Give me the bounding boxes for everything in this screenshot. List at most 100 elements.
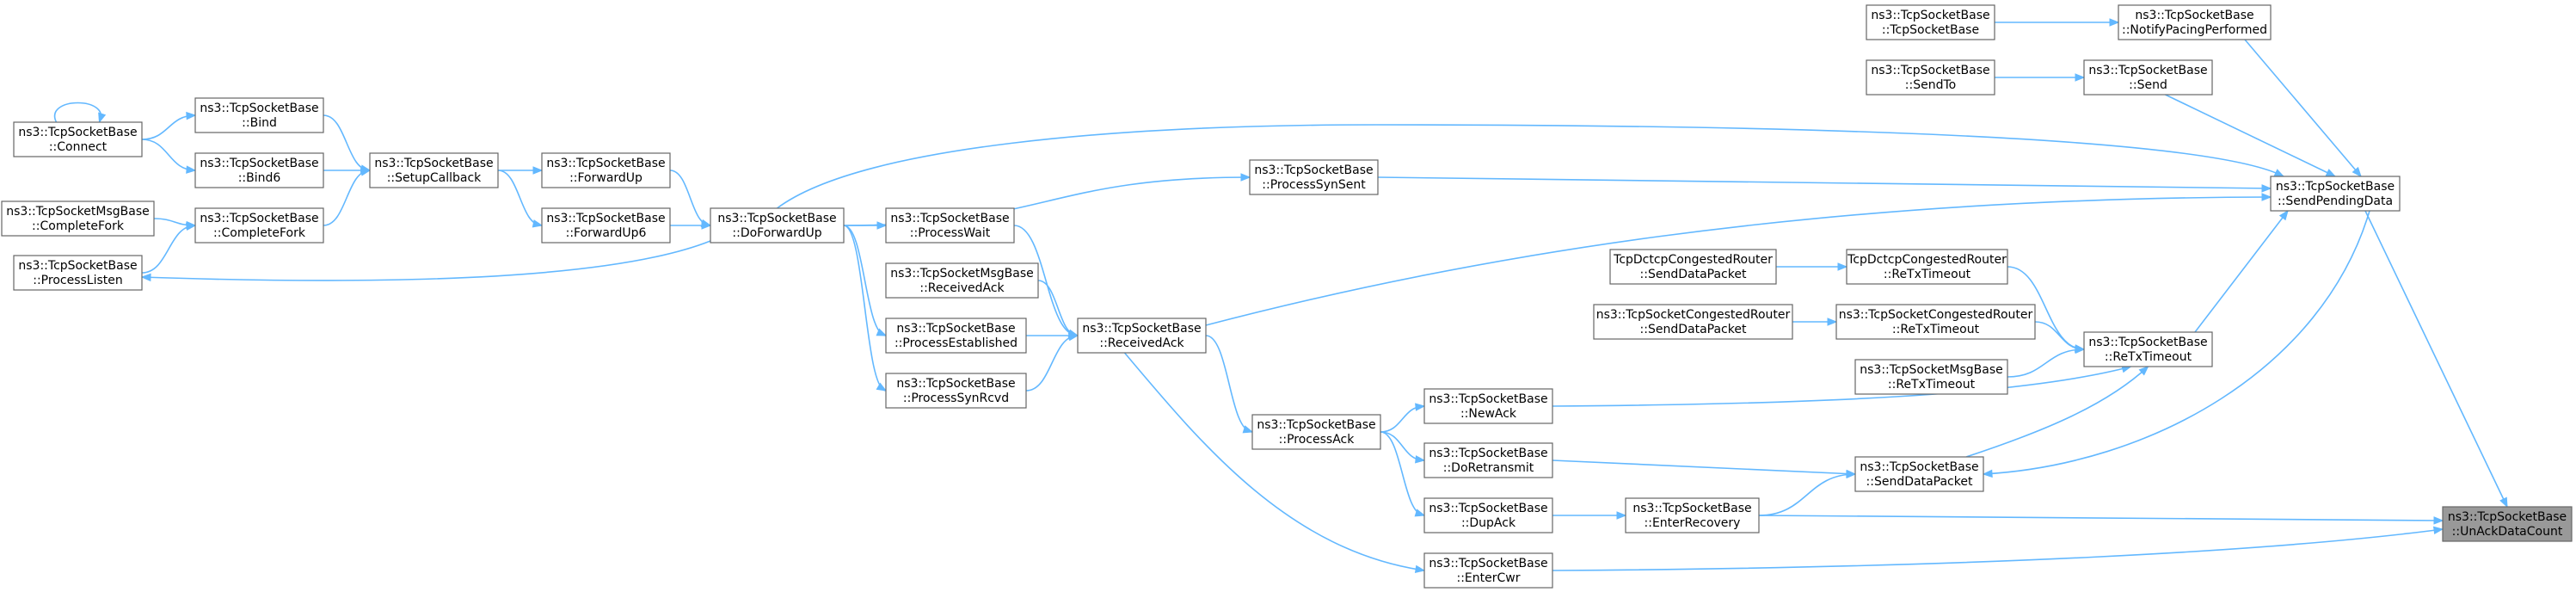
node-label-line1: ns3::TcpSocketBase	[374, 157, 493, 170]
node-box	[2083, 331, 2213, 367]
edge-line	[2244, 39, 2362, 177]
node-tsb-processack[interactable]: ns3::TcpSocketBase::ProcessAck	[1251, 414, 1381, 450]
edge-line	[2007, 348, 2085, 378]
edge-tsb-doretransmit-to-tsb-senddatapacket	[1552, 459, 1857, 478]
arrow-head-icon	[1414, 564, 1426, 574]
arrow-head-icon	[701, 221, 712, 230]
node-tsb-processsynrcvd[interactable]: ns3::TcpSocketBase::ProcessSynRcvd	[885, 373, 1027, 409]
node-label-line1: ns3::TcpSocketBase	[2276, 180, 2395, 194]
node-label-line2: ::ReceivedAck	[1099, 336, 1184, 350]
edge-line	[1205, 196, 2272, 326]
arrow-head-icon	[532, 166, 544, 175]
edge-line	[1380, 431, 1425, 461]
node-label-line1: ns3::TcpSocketCongestedRouter	[1839, 308, 2033, 322]
node-tsb-retxtimeout[interactable]: ns3::TcpSocketBase::ReTxTimeout	[2083, 331, 2213, 367]
node-tsb-notify[interactable]: ns3::TcpSocketBase::NotifyPacingPerforme…	[2118, 4, 2272, 40]
edge-line	[141, 240, 711, 281]
node-label-line2: ::SendDataPacket	[1640, 323, 1747, 336]
node-tsb-newack[interactable]: ns3::TcpSocketBase::NewAck	[1423, 388, 1553, 424]
arrow-head-icon	[2432, 526, 2444, 535]
edge-tsb-processlisten-to-tsb-completefork	[141, 222, 197, 274]
arrow-head-icon	[1242, 425, 1254, 434]
node-box	[1, 200, 155, 237]
node-box	[2270, 176, 2401, 212]
arrow-head-icon	[1415, 455, 1426, 464]
node-tsb-sendpendingdata[interactable]: ns3::TcpSocketBase::SendPendingData	[2270, 176, 2401, 212]
node-tsb-send[interactable]: ns3::TcpSocketBase::Send	[2083, 59, 2213, 96]
node-tsb-bind[interactable]: ns3::TcpSocketBase::Bind	[194, 97, 324, 133]
node-label-line1: ns3::TcpSocketBase	[1429, 392, 1547, 406]
node-tsb-bind6[interactable]: ns3::TcpSocketBase::Bind6	[194, 152, 324, 188]
node-label-line2: ::ReTxTimeout	[1888, 378, 1976, 392]
node-tsb-enterrecovery[interactable]: ns3::TcpSocketBase::EnterRecovery	[1625, 497, 1760, 533]
edge-tsb-doforwardup-to-tsb-processwait	[844, 221, 888, 230]
node-tsb-completefork[interactable]: ns3::TcpSocketBase::CompleteFork	[194, 207, 324, 244]
arrow-head-icon	[1415, 403, 1426, 411]
node-tsb-unackdatacount[interactable]: ns3::TcpSocketBase::UnAckDataCount	[2442, 506, 2573, 542]
node-label-line2: ::ProcessSynRcvd	[903, 392, 1009, 405]
node-label-line2: ::ProcessEstablished	[895, 336, 1017, 350]
edge-line	[1380, 431, 1425, 516]
node-tsb-processwait[interactable]: ns3::TcpSocketBase::ProcessWait	[885, 207, 1015, 244]
node-dctcp-senddatapacket[interactable]: TcpDctcpCongestedRouter::SendDataPacket	[1609, 249, 1777, 285]
edge-tsb-connect-to-tsb-bind	[141, 111, 197, 140]
node-label-line2: ::ForwardUp	[569, 171, 642, 185]
edge-line	[1205, 335, 1253, 433]
edge-tsb-notify-to-tsb-sendpendingdata	[2244, 39, 2362, 178]
node-box	[885, 207, 1015, 244]
node-tsb-processestablished[interactable]: ns3::TcpSocketBase::ProcessEstablished	[885, 318, 1027, 354]
node-label-line2: ::Connect	[49, 140, 108, 154]
node-label-line2: ::ReTxTimeout	[1892, 323, 1980, 336]
node-label-line1: ns3::TcpSocketBase	[2088, 336, 2207, 349]
node-tsb-receivedack[interactable]: ns3::TcpSocketBase::ReceivedAck	[1077, 318, 1207, 354]
node-tsb-doretransmit[interactable]: ns3::TcpSocketBase::DoRetransmit	[1423, 442, 1553, 478]
node-tsb-sendto[interactable]: ns3::TcpSocketBase::SendTo	[1866, 59, 1995, 96]
node-tsb-dupack[interactable]: ns3::TcpSocketBase::DupAck	[1423, 497, 1553, 533]
node-tsb-processsynsent[interactable]: ns3::TcpSocketBase::ProcessSynSent	[1249, 159, 1379, 195]
node-dctcp-retxtimeout[interactable]: TcpDctcpCongestedRouter::ReTxTimeout	[1846, 249, 2008, 285]
arrow-head-icon	[1846, 470, 1857, 479]
node-label-line2: ::EnterCwr	[1457, 571, 1521, 585]
node-label-line2: ::ProcessWait	[910, 226, 991, 240]
node-tsmb-receivedack[interactable]: ns3::TcpSocketMsgBase::ReceivedAck	[885, 262, 1039, 299]
node-tsb-connect[interactable]: ns3::TcpSocketBase::Connect	[13, 121, 143, 157]
node-tscr-senddatapacket[interactable]: ns3::TcpSocketCongestedRouter::SendDataP…	[1593, 304, 1793, 340]
node-box	[1423, 552, 1553, 589]
edge-tsb-setupcallback-to-tsb-forwardup	[497, 166, 544, 175]
node-tsb-tcpsocketbase[interactable]: ns3::TcpSocketBase::TcpSocketBase	[1866, 4, 1995, 40]
node-box	[13, 255, 143, 291]
edge-line	[1025, 335, 1079, 392]
node-tsb-entercwr[interactable]: ns3::TcpSocketBase::EnterCwr	[1423, 552, 1553, 589]
node-label-line1: ns3::TcpSocketBase	[2448, 510, 2567, 524]
node-tsb-setupcallback[interactable]: ns3::TcpSocketBase::SetupCallback	[369, 152, 499, 188]
node-box	[541, 152, 671, 188]
node-label-line2: ::CompleteFork	[213, 226, 306, 240]
node-box	[1077, 318, 1207, 354]
node-tsb-senddatapacket[interactable]: ns3::TcpSocketBase::SendDataPacket	[1854, 456, 1984, 492]
edge-tsb-sendpendingdata-to-tsb-senddatapacket	[1982, 210, 2370, 478]
arrow-head-icon	[1067, 332, 1079, 342]
arrow-head-icon	[2138, 366, 2149, 376]
node-label-line1: ns3::TcpSocketBase	[1257, 418, 1375, 432]
node-tsmb-retxtimeout[interactable]: ns3::TcpSocketMsgBase::ReTxTimeout	[1854, 359, 2008, 395]
node-tscr-retxtimeout[interactable]: ns3::TcpSocketCongestedRouter::ReTxTimeo…	[1835, 304, 2036, 340]
node-label-line2: ::SendDataPacket	[1866, 475, 1973, 489]
node-tsb-forwardup[interactable]: ns3::TcpSocketBase::ForwardUp	[541, 152, 671, 188]
nodes-layer: ns3::TcpSocketBase::NotifyPacingPerforme…	[1, 4, 2573, 589]
node-label-line2: ::ProcessSynSent	[1262, 178, 1366, 192]
node-label-line1: ns3::TcpSocketBase	[546, 212, 665, 225]
node-tsb-doforwardup[interactable]: ns3::TcpSocketBase::DoForwardUp	[710, 207, 845, 244]
node-label-line2: ::EnterRecovery	[1645, 516, 1741, 530]
node-label-line1: ns3::TcpSocketBase	[890, 212, 1009, 225]
node-box	[1249, 159, 1379, 195]
arrow-head-icon	[2278, 209, 2289, 221]
node-tsb-processlisten[interactable]: ns3::TcpSocketBase::ProcessListen	[13, 255, 143, 291]
edge-line	[1037, 280, 1079, 336]
node-label-line1: ns3::TcpSocketBase	[1429, 557, 1547, 570]
node-tsmb-completefork[interactable]: ns3::TcpSocketMsgBase::CompleteFork	[1, 200, 155, 237]
node-label-line2: ::CompleteFork	[32, 219, 125, 233]
node-label-line1: ns3::TcpSocketBase	[1429, 502, 1547, 515]
edge-tsb-processack-to-tsb-newack	[1380, 403, 1426, 433]
node-box	[1423, 388, 1553, 424]
node-tsb-forwardup6[interactable]: ns3::TcpSocketBase::ForwardUp6	[541, 207, 671, 244]
